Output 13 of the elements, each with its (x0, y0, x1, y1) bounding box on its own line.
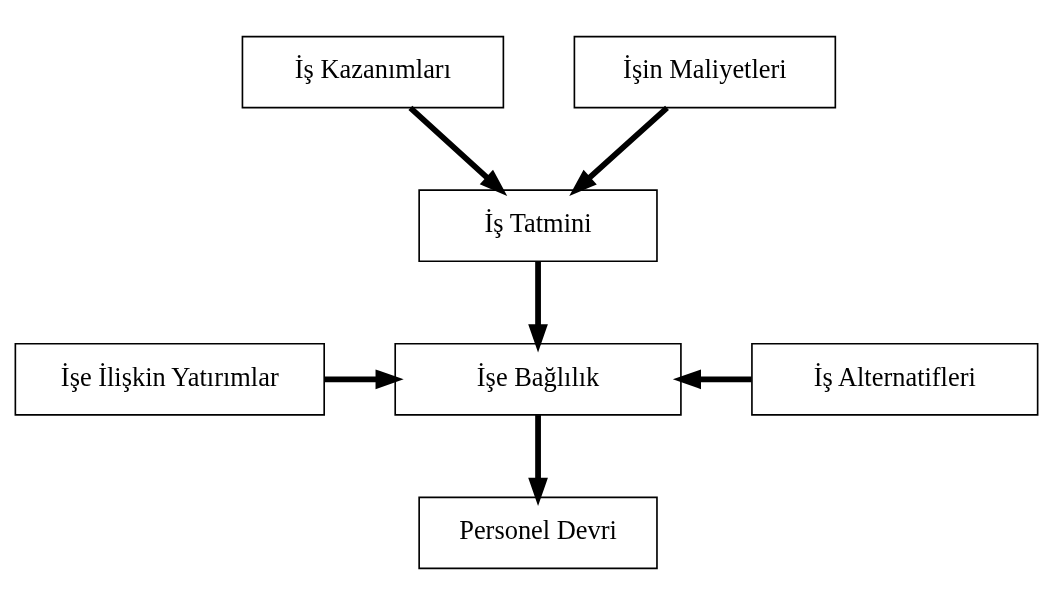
arrow (528, 260, 548, 352)
node-box: Personel Devri (418, 496, 658, 569)
node-box: İş Kazanımları (241, 35, 505, 108)
node-box: İşe Bağlılık (394, 342, 682, 416)
arrow (528, 414, 548, 506)
node-box: İş Alternatifleri (751, 342, 1039, 416)
arrow (408, 105, 508, 196)
arrow (569, 105, 669, 196)
node-box: İş Tatmini (418, 188, 658, 262)
node-box: İşin Maliyetleri (573, 35, 837, 108)
node-box: İşe İlişkin Yatırımlar (14, 342, 325, 416)
arrow (324, 368, 404, 389)
arrow (672, 368, 752, 389)
